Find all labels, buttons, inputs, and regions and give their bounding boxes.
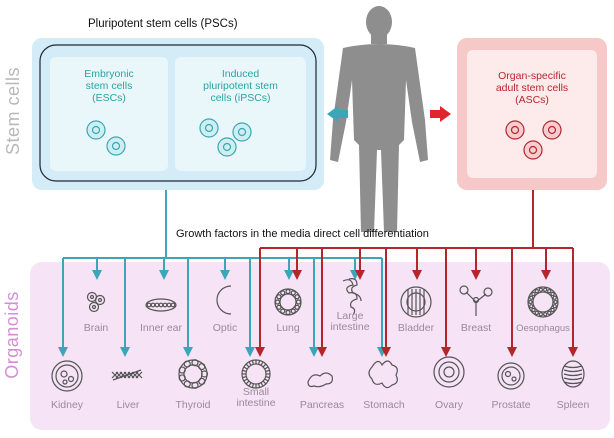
inner-ear-icon <box>145 298 177 312</box>
liver-icon <box>111 369 143 381</box>
lung-icon <box>274 288 302 316</box>
human-silhouette-icon <box>330 6 428 232</box>
organoid-label-ovary: Ovary <box>434 399 463 411</box>
organoid-label-liver: Liver <box>116 399 140 411</box>
organoid-label-thyroid: Thyroid <box>175 399 211 411</box>
psc-title: Pluripotent stem cells (PSCs) <box>88 18 238 30</box>
organoid-label-brain: Brain <box>83 322 109 334</box>
stem-cells-label: Stem cells <box>3 66 23 156</box>
arrow-to-psc-icon <box>327 106 348 122</box>
optic-icon <box>216 285 232 315</box>
spleen-icon <box>561 360 585 388</box>
thyroid-icon <box>178 359 209 389</box>
kidney-icon <box>51 360 83 392</box>
bladder-icon <box>400 286 432 318</box>
organoid-label-inner-ear: Inner ear <box>139 322 183 334</box>
ovary-icon <box>433 356 465 388</box>
esc-inner-box <box>50 57 168 171</box>
psc-outline <box>39 44 317 182</box>
large-intestine-icon <box>342 278 362 316</box>
organoid-label-oesophagus: Oesophagus <box>516 323 570 334</box>
organoid-label-spleen: Spleen <box>556 399 590 411</box>
organoid-label-pancreas: Pancreas <box>299 399 345 411</box>
organoid-label-optic: Optic <box>212 322 238 334</box>
ipsc-cells-icon <box>199 118 252 157</box>
pancreas-icon <box>307 372 333 388</box>
small-intestine-icon <box>241 359 271 389</box>
organoid-label-stomach: Stomach <box>363 399 405 411</box>
organoid-label-prostate: Prostate <box>491 399 531 411</box>
breast-icon <box>459 285 493 316</box>
brain-icon <box>86 291 106 313</box>
asc-cells-icon <box>505 120 562 160</box>
stomach-icon <box>368 360 398 389</box>
organoid-label-large-intestine: Large intestine <box>330 310 370 333</box>
oesophagus-icon <box>527 286 559 318</box>
asc-inner-box <box>467 50 597 178</box>
ipsc-inner-box <box>175 57 306 171</box>
growth-factors-label: Growth factors in the media direct cell … <box>176 228 429 240</box>
arrow-to-asc-icon <box>430 106 451 122</box>
organoid-label-small-intestine: Small intestine <box>236 386 276 409</box>
organoids-label: Organoids <box>2 291 22 379</box>
organoid-label-lung: Lung <box>276 322 300 334</box>
esc-cells-icon <box>86 120 126 156</box>
organoid-label-bladder: Bladder <box>397 322 435 334</box>
prostate-icon <box>497 362 525 390</box>
organoid-label-breast: Breast <box>460 322 492 334</box>
organoid-label-kidney: Kidney <box>50 399 84 411</box>
